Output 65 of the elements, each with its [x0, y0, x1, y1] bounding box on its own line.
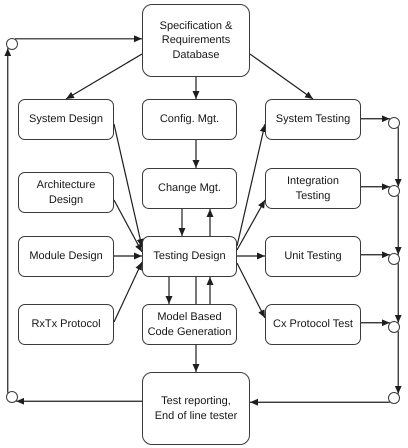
arrow [66, 53, 142, 100]
connector-line [195, 277, 197, 304]
box-label: Config. Mgt. [160, 112, 220, 127]
process-box [142, 304, 237, 345]
connector-circle [388, 253, 400, 265]
arrow [206, 277, 214, 304]
arrow [394, 127, 402, 187]
arrow [250, 398, 390, 406]
arrow [192, 77, 200, 99]
arrow [361, 183, 390, 190]
arrow [15, 35, 142, 42]
process-box [265, 236, 361, 277]
process-box [265, 99, 361, 140]
process-box [18, 172, 114, 213]
arrow [394, 331, 402, 394]
box-label: Cx Protocol Test [273, 317, 353, 332]
box-label: Model Based Code Generation [146, 310, 232, 340]
process-box [18, 304, 114, 345]
box-label: Specification & Requirements Database [158, 18, 234, 62]
arrow [16, 398, 142, 405]
box-label: Test reporting, End of line tester [154, 394, 238, 424]
arrow [4, 48, 12, 393]
arrow [166, 277, 172, 304]
process-box [265, 168, 361, 209]
arrow [178, 209, 186, 236]
box-label: System Design [29, 112, 103, 127]
process-box [142, 372, 250, 445]
box-label: Architecture Design [36, 178, 96, 208]
arrow [361, 115, 390, 122]
arrow [394, 195, 402, 255]
process-box [18, 99, 114, 140]
connector-circle [388, 392, 400, 404]
box-label: Module Design [29, 249, 103, 264]
process-box [142, 4, 250, 77]
arrow [394, 263, 402, 323]
arrow [114, 252, 142, 260]
arrow [206, 209, 214, 236]
arrow [192, 345, 200, 372]
arrow [361, 251, 390, 258]
process-box [265, 304, 361, 345]
arrow [237, 252, 265, 260]
connector-circle [388, 185, 400, 197]
connector-circle [388, 117, 400, 129]
process-box [142, 168, 237, 209]
arrow [113, 200, 143, 252]
process-box [142, 236, 237, 277]
arrow [236, 124, 267, 246]
box-label: RxTx Protocol [31, 317, 101, 332]
box-label: Testing Design [153, 249, 226, 264]
box-label: Unit Testing [284, 249, 342, 264]
arrow [113, 262, 143, 322]
connector-circle [6, 38, 18, 50]
connector-circle [388, 321, 400, 333]
box-label: Integration Testing [286, 174, 340, 204]
arrow [250, 54, 314, 100]
arrow [113, 124, 144, 248]
arrow [236, 262, 266, 318]
process-box [142, 99, 237, 140]
arrow [236, 200, 266, 250]
box-label: Change Mgt. [158, 181, 221, 196]
arrow [361, 319, 390, 326]
process-box [18, 236, 114, 277]
arrow [192, 140, 200, 168]
box-label: System Testing [276, 112, 350, 127]
connector-circle [6, 391, 18, 403]
